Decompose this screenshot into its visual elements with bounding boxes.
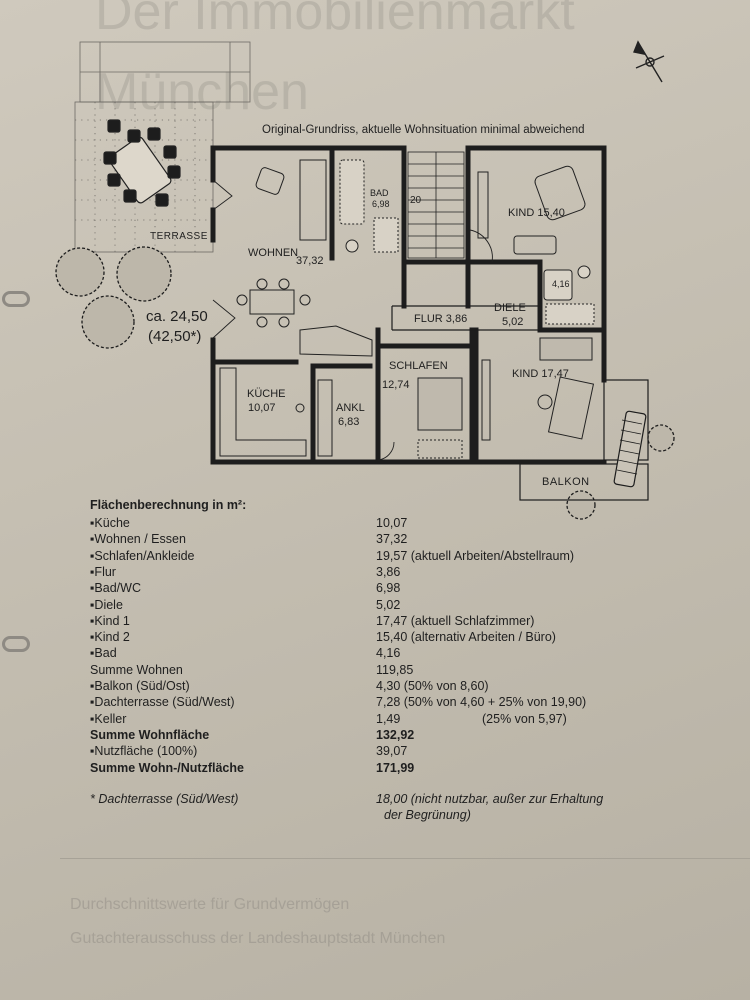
balcony [519,379,649,501]
area-table-row-value: 17,47 (aktuell Schlafzimmer) [376,613,535,628]
room-label-flur: FLUR 3,86 [414,313,468,325]
area-table-row-value: 7,28 (50% von 4,60 + 25% von 19,90) [376,695,587,710]
room-area-diele: 5,02 [502,316,524,328]
area-table-row-value: 3,86 [376,564,401,579]
compass-icon [633,40,665,83]
binder-ring-top [2,291,30,307]
doors [212,179,493,461]
room-area-schlafen: 12,74 [382,379,410,391]
area-table-row-value: 37,32 [376,532,408,547]
area-table-row-label: ▪Balkon (Süd/Ost) [90,679,190,693]
ghost-heading-line1: Der Immobilienmarkt [95,0,575,41]
room-label-kind-top: KIND 15,40 [508,207,565,219]
room-label-ankl: ANKL [336,402,365,414]
footnote-label: * Dachterrasse (Süd/West) [90,792,239,806]
ghost-bottom-line1: Durchschnittswerte für Grundvermögen [70,896,350,913]
area-table-row-label: ▪Dachterrasse (Süd/West) [90,695,235,710]
area-table-row-value: 6,98 [376,581,401,596]
area-table-row-value: 5,02 [376,597,401,612]
room-area-bad-top: 6,98 [372,199,390,209]
terrace-area-line2: (42,50*) [148,328,202,345]
room-label-terrasse: TERRASSE [150,231,208,242]
area-table-row-value: 171,99 [376,760,415,775]
room-label-wohnen: WOHNEN [248,247,299,259]
area-table-row-value: 10,07 [376,516,408,530]
ghost-heading-line2: München [95,63,309,121]
stairs-label: 20 [410,195,422,206]
plan-caption: Original-Grundriss, aktuelle Wohnsituati… [262,124,585,136]
area-table-row-label: ▪Küche [90,516,130,530]
area-table-row-value: 4,30 (50% von 8,60) [376,679,489,693]
room-label-kind-bottom: KIND 17,47 [512,368,569,380]
area-table-row-label: ▪Bad/WC [90,581,141,596]
area-table-row-label: Summe Wohnen [90,662,183,677]
area-table-row-value: 1,49 [376,711,401,726]
room-label-bad-top: BAD [370,188,389,198]
room-area-kueche: 10,07 [248,402,276,414]
ghost-bottom-line2: Gutachterausschuss der Landeshauptstadt … [70,930,446,947]
area-table-row-value: 119,85 [376,662,414,677]
area-table-row-label: ▪Flur [90,564,116,579]
room-area-wohnen: 37,32 [296,255,324,267]
area-table-row-note: (25% von 5,97) [482,711,567,726]
area-table-row-value: 132,92 [376,727,415,742]
area-table-row-value: 15,40 (alternativ Arbeiten / Büro) [376,630,556,645]
area-table-row-value: 4,16 [376,646,401,661]
walls [210,145,607,465]
area-table-row-label: ▪Keller [90,711,127,726]
shrubs [55,246,675,520]
area-table-row-label: Summe Wohn-/Nutzfläche [90,760,244,775]
area-table-row-label: Summe Wohnfläche [90,727,210,742]
room-label-kueche: KÜCHE [247,388,286,400]
floor-plan [55,40,675,520]
footnote-value-line2: der Begrünung) [384,808,471,822]
area-table-row-label: ▪Nutzfläche (100%) [90,744,198,759]
bath-fixtures [339,159,595,325]
room-label-schlafen: SCHLAFEN [389,360,448,372]
area-table-row-label: ▪Kind 2 [90,630,130,645]
page-divider [60,858,750,859]
area-table-row-label: ▪Wohnen / Essen [90,532,186,547]
room-area-ankl: 6,83 [338,416,360,428]
area-table-row-label: ▪Bad [90,646,117,661]
area-table-heading: Flächenberechnung in m²: [90,498,247,512]
footnote-value-line1: 18,00 (nicht nutzbar, außer zur Erhaltun… [376,792,604,806]
furniture [219,159,595,459]
room-area-bad-small: 4,16 [552,279,570,289]
staircase [407,151,465,259]
area-table-row-label: ▪Diele [90,597,123,612]
area-table-row-value: 39,07 [376,744,408,759]
room-label-diele: DIELE [494,302,526,314]
area-table-row-value: 19,57 (aktuell Arbeiten/Abstellraum) [376,548,575,563]
binder-ring-bottom [2,636,30,652]
terrace-dining-set [103,119,181,207]
terrace-area-line1: ca. 24,50 [146,308,208,325]
area-table-row-label: ▪Schlafen/Ankleide [90,548,195,563]
area-table-row-label: ▪Kind 1 [90,613,130,628]
room-label-balkon: BALKON [542,476,590,488]
